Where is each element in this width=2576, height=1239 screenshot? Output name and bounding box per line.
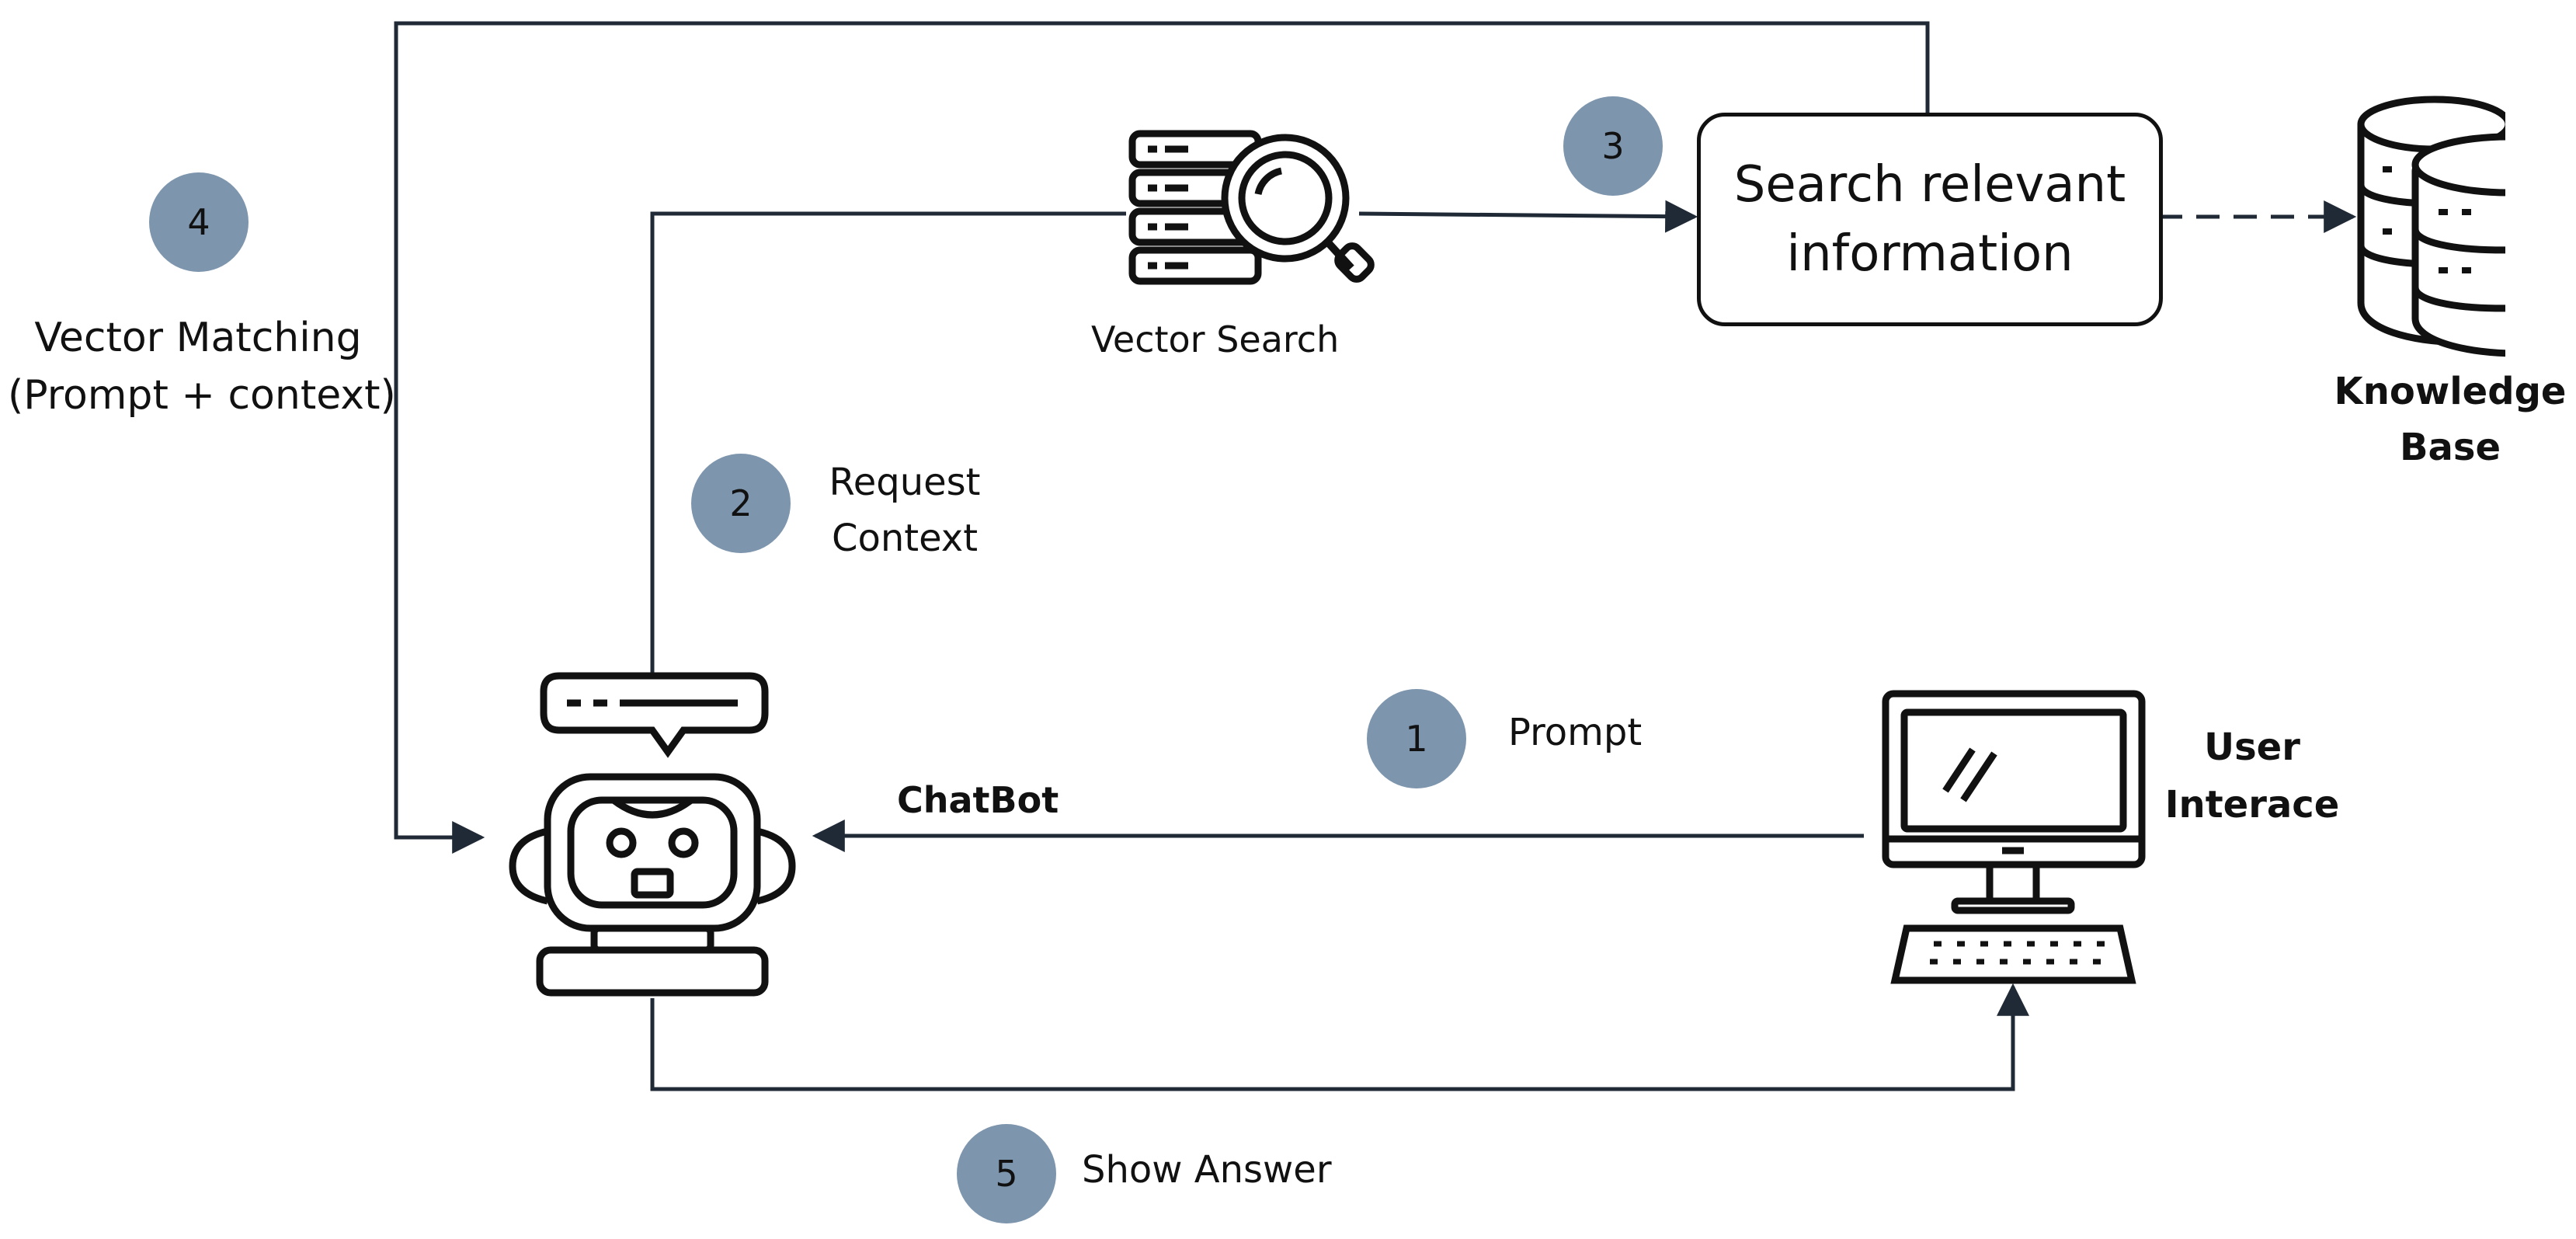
user-interface-line1: User [2204, 726, 2300, 769]
step-5-label: Show Answer [1082, 1148, 1332, 1192]
step-badge-3: 3 [1563, 96, 1663, 196]
search-relevant-information-box: Search relevant information [1697, 113, 2163, 326]
chatbot-label: ChatBot [897, 779, 1059, 821]
chatbot-icon [509, 672, 796, 997]
search-box-line2: information [1786, 224, 2074, 283]
search-box-line1: Search relevant [1733, 156, 2126, 214]
connector-show-answer [650, 983, 2029, 1091]
connector-request-context [650, 211, 1126, 676]
knowledge-base-line2: Base [2399, 426, 2501, 469]
connector-vector-search-to-box [1358, 200, 1698, 233]
step-2-label: Request Context [808, 454, 1002, 566]
step-badge-1: 1 [1367, 689, 1466, 788]
step-2-line1: Request [829, 461, 981, 504]
step-4-label: Vector Matching (Prompt + context) [8, 309, 396, 424]
user-interface-label: User Interace [2143, 719, 2361, 834]
step-2-line2: Context [831, 517, 979, 560]
knowledge-base-line1: Knowledge [2334, 370, 2567, 413]
computer-icon [1882, 690, 2146, 984]
connector-vector-matching [394, 21, 1930, 854]
knowledge-base-label: Knowledge Base [2334, 364, 2567, 475]
step-badge-2: 2 [691, 454, 791, 553]
user-interface-line2: Interace [2164, 783, 2340, 827]
step-4-line1: Vector Matching [34, 315, 362, 361]
step-4-line2: (Prompt + context) [8, 372, 396, 419]
step-1-label: Prompt [1508, 711, 1643, 754]
step-badge-4: 4 [149, 172, 249, 272]
step-badge-5: 5 [957, 1124, 1056, 1223]
vector-search-label: Vector Search [1091, 318, 1340, 360]
vector-search-icon [1128, 130, 1375, 285]
